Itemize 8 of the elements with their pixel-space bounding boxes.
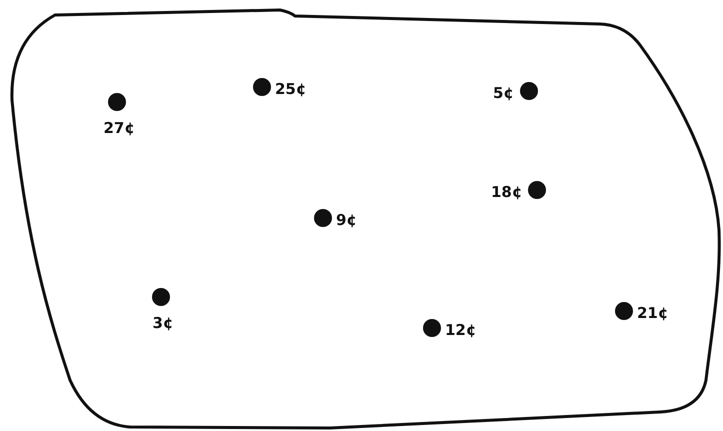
price-label: 12¢	[445, 321, 476, 339]
price-label: 27¢	[104, 119, 135, 137]
price-label: 21¢	[637, 304, 668, 322]
price-label: 25¢	[275, 80, 306, 98]
price-label: 18¢	[491, 183, 522, 201]
price-label: 9¢	[336, 211, 357, 229]
price-label: 3¢	[152, 314, 174, 332]
price-label: 5¢	[493, 84, 514, 102]
